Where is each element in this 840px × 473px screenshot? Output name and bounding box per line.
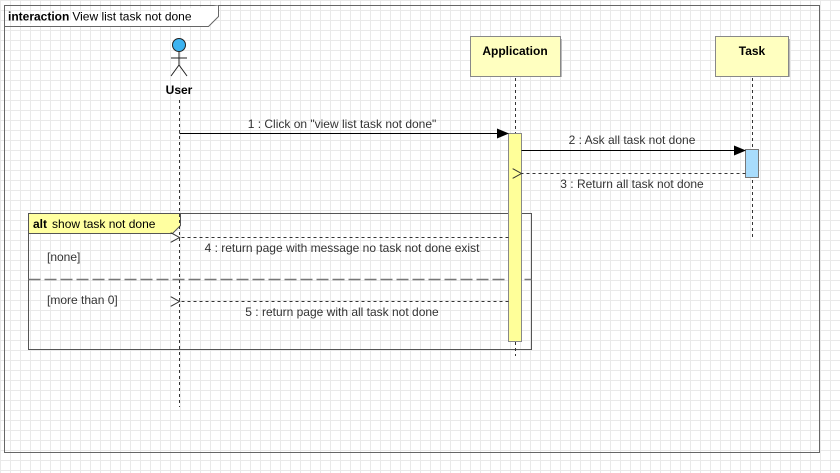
user-actor: User xyxy=(166,38,193,97)
frame-keyword: interaction xyxy=(8,10,69,24)
application-box xyxy=(470,36,561,77)
actor-icon xyxy=(170,38,188,77)
alt-fragment-tab xyxy=(28,213,181,234)
message-3: 3 : Return all task not done xyxy=(522,174,746,191)
message-4: 4 : return page with message no task not… xyxy=(180,238,509,255)
application-participant: Application xyxy=(470,36,562,77)
message-3-label: 3 : Return all task not done xyxy=(560,177,704,191)
alt-fragment-header: alt show task not done xyxy=(33,217,156,231)
guard-more-than-zero: [more than 0] xyxy=(47,293,118,307)
message-2: 2 : Ask all task not done xyxy=(521,133,746,156)
task-box xyxy=(715,36,789,77)
application-activation-bar xyxy=(508,133,522,342)
guard-none: [none] xyxy=(47,250,80,264)
message-5: 5 : return page with all task not done xyxy=(180,302,509,319)
frame-title: View list task not done xyxy=(72,10,192,24)
frame-tab xyxy=(4,5,219,27)
alt-fragment: alt show task not done [none] [more than … xyxy=(28,213,532,350)
task-label: Task xyxy=(739,44,766,58)
message-5-label: 5 : return page with all task not done xyxy=(245,305,439,319)
message-2-label: 2 : Ask all task not done xyxy=(569,133,696,147)
alt-fragment-border xyxy=(28,213,532,350)
alt-fragment-name: show task not done xyxy=(52,217,156,231)
task-activation-bar xyxy=(745,149,759,178)
message-4-label: 4 : return page with message no task not… xyxy=(205,241,480,255)
application-label: Application xyxy=(482,44,547,58)
message-1: 1 : Click on "view list task not done" xyxy=(179,117,509,139)
user-label: User xyxy=(166,83,193,97)
alt-keyword: alt xyxy=(33,217,47,231)
message-1-label: 1 : Click on "view list task not done" xyxy=(248,117,437,131)
task-participant: Task xyxy=(715,36,790,77)
